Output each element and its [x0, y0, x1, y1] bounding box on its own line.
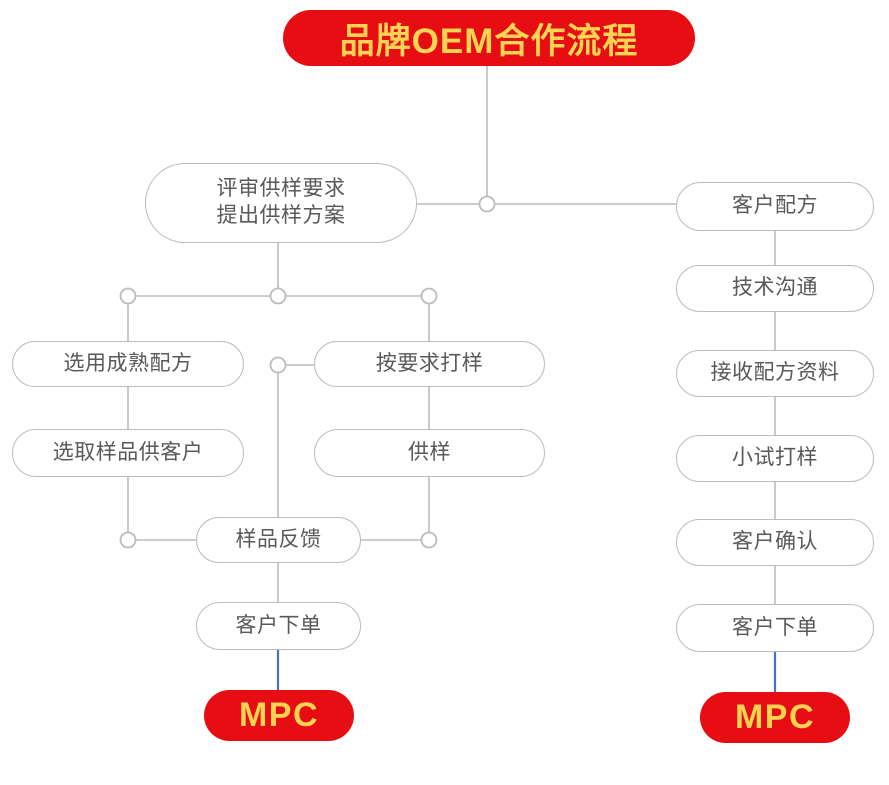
junction-circle-main	[478, 195, 496, 213]
node-pilot-sample[interactable]: 小试打样	[676, 435, 874, 482]
node-review-line2: 提出供样方案	[216, 204, 346, 227]
node-review-line1: 评审供样要求	[216, 177, 346, 201]
junction-circle-dist-center	[269, 287, 287, 305]
node-sample-feedback[interactable]: 样品反馈	[196, 517, 361, 563]
junction-circle-feedback-right	[420, 531, 438, 549]
junction-circle-mid-branch	[269, 356, 287, 374]
node-review-requirements[interactable]: 评审供样要求 提出供样方案	[145, 163, 417, 243]
badge-mpc-right: MPC	[700, 692, 850, 743]
node-customer-order-left[interactable]: 客户下单	[196, 602, 361, 650]
node-customer-order-right[interactable]: 客户下单	[676, 604, 874, 652]
node-tech-communication[interactable]: 技术沟通	[676, 265, 874, 312]
junction-circle-dist-right	[420, 287, 438, 305]
badge-mpc-left: MPC	[204, 690, 354, 741]
junction-circle-dist-left	[119, 287, 137, 305]
junction-circle-feedback-left	[119, 531, 137, 549]
node-supply-sample[interactable]: 供样	[314, 429, 545, 477]
node-customer-formula[interactable]: 客户配方	[676, 182, 874, 231]
node-select-sample-for-customer[interactable]: 选取样品供客户	[12, 429, 244, 477]
node-mature-formula[interactable]: 选用成熟配方	[12, 341, 244, 387]
page-title: 品牌OEM合作流程	[283, 10, 695, 66]
node-receive-formula-docs[interactable]: 接收配方资料	[676, 350, 874, 397]
node-sample-on-request[interactable]: 按要求打样	[314, 341, 545, 387]
node-customer-confirm[interactable]: 客户确认	[676, 519, 874, 566]
